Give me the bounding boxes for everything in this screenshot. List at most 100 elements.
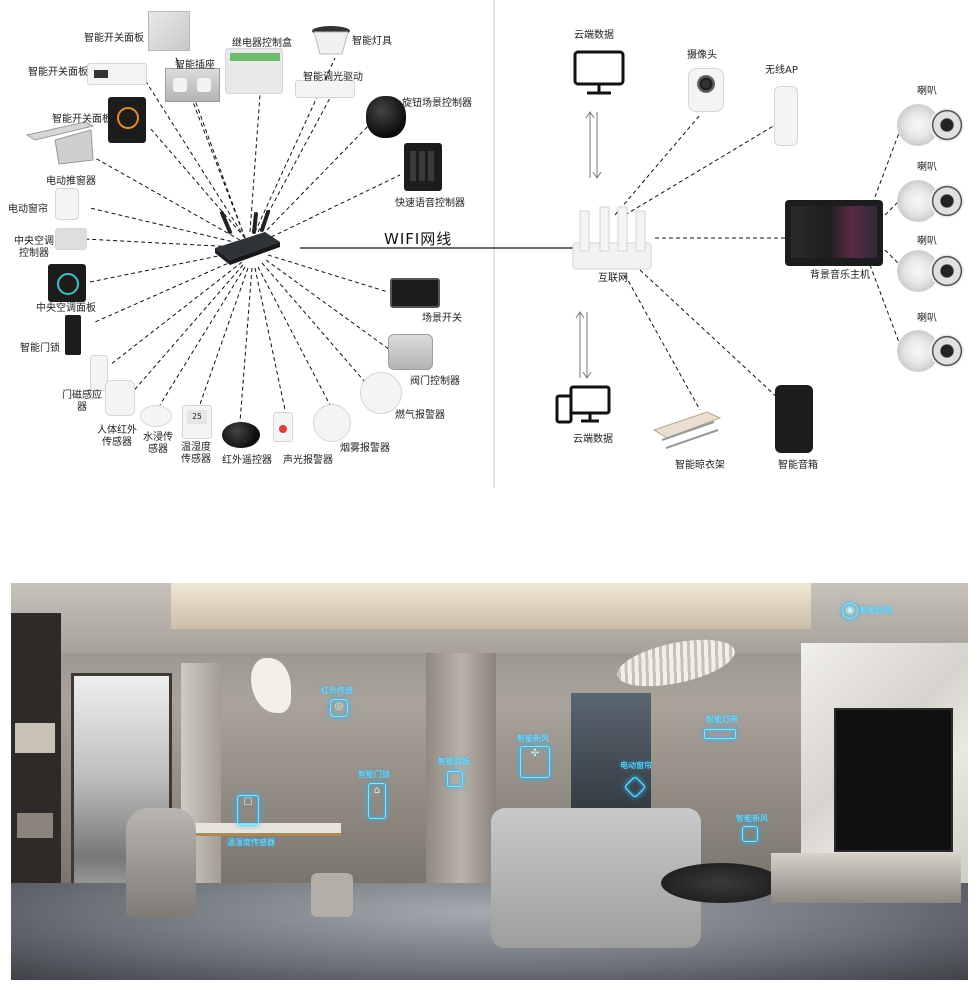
label-cloud-top: 云端数据	[574, 30, 614, 41]
label-ac-controller: 中央空调控制器	[14, 236, 54, 259]
coffee-table	[661, 863, 781, 903]
label-door-sensor: 门磁感应器	[62, 390, 102, 413]
wireless-ap-icon	[774, 86, 798, 146]
label-water: 水浸传感器	[143, 432, 173, 455]
label-valve: 阀门控制器	[410, 376, 460, 387]
valve-controller-icon	[388, 334, 433, 370]
label-speaker-3: 喇叭	[917, 236, 937, 247]
label-switch3: 智能开关面板	[52, 114, 112, 125]
thermostat-panel-icon	[108, 97, 146, 143]
camera-icon	[688, 68, 724, 112]
label-ir: 红外遥控器	[222, 455, 272, 466]
label-rack: 智能晾衣架	[675, 460, 725, 471]
label-music-host: 背景音乐主机	[810, 270, 870, 281]
tag-fresh2: 智能新风	[736, 814, 768, 823]
label-switch1: 智能开关面板	[84, 33, 144, 44]
siren-alarm-icon	[273, 412, 293, 442]
right-spokes	[614, 114, 903, 411]
panel-icon	[447, 771, 463, 787]
smart-light-icon: ◉	[842, 603, 858, 619]
devices-icon	[555, 385, 611, 424]
internet-router-icon	[572, 206, 652, 270]
gas-alarm-icon	[360, 372, 402, 414]
socket-icon	[165, 68, 220, 102]
label-speaker-box: 智能音箱	[778, 460, 818, 471]
label-camera: 摄像头	[687, 50, 717, 61]
monitor-icon	[573, 50, 625, 95]
door-lock-icon: ⌂	[368, 783, 386, 819]
temp-sensor-icon: ☐	[237, 795, 259, 825]
label-router: 互联网	[598, 273, 628, 284]
fresh-air-icon: ✣	[520, 746, 550, 778]
label-dimmer: 智能调光驱动	[303, 72, 363, 83]
wifi-link-label: WIFI网线	[384, 230, 453, 248]
tag-fresh: 智能新风	[517, 734, 549, 743]
label-relay: 继电器控制盒	[232, 38, 292, 49]
water-sensor-icon	[140, 405, 172, 427]
shelf-unit	[11, 613, 61, 913]
label-lock: 智能门锁	[20, 343, 60, 354]
window-opener-icon	[25, 121, 95, 165]
ac-controller-icon	[55, 228, 87, 250]
tag-env: 温湿度传感器	[227, 838, 275, 847]
temp-humidity-sensor-icon: 25	[182, 405, 212, 439]
door-lock-icon	[65, 315, 81, 355]
ceiling-lamp-icon	[312, 26, 350, 55]
speaker-driver-icon	[930, 334, 964, 368]
label-smoke: 烟雾报警器	[340, 443, 390, 454]
label-voice: 快速语音控制器	[395, 198, 465, 209]
label-window: 电动推窗器	[46, 176, 96, 187]
label-pir: 人体红外传感器	[97, 425, 137, 448]
label-ac-panel: 中央空调面板	[36, 303, 96, 314]
switch-panel-icon	[87, 63, 147, 85]
dimmer-driver-icon	[295, 80, 355, 98]
music-host-icon	[785, 200, 883, 266]
stool	[311, 873, 353, 917]
living-room-rendering: ◎ 红外传感 ◉ 智能照明 ⌂ 智能门锁 智能面板 ✣ 智能新风 智能灯带 电动…	[11, 583, 968, 980]
smart-home-topology-diagram: WIFI网线 25 智能开关面板 智能开关面	[8, 0, 964, 488]
dining-chair	[126, 808, 196, 918]
ir-sensor-icon: ◎	[330, 699, 348, 717]
scene-knob-icon	[366, 96, 406, 138]
curtain-motor-icon	[55, 188, 79, 220]
tag-light: 智能照明	[860, 606, 892, 615]
speaker-driver-icon	[930, 254, 964, 288]
label-lamp: 智能灯具	[352, 36, 392, 47]
connection-lines	[64, 0, 903, 488]
tag-panel: 智能面板	[438, 757, 470, 766]
television	[834, 708, 953, 852]
switch-panel-icon	[148, 11, 190, 51]
tag-ir: 红外传感	[321, 686, 353, 695]
light-strip-icon	[704, 729, 736, 739]
tv-cabinet	[771, 853, 961, 903]
voice-controller-icon	[404, 143, 442, 191]
label-speaker-2: 喇叭	[917, 162, 937, 173]
scene-switch-icon	[390, 278, 440, 308]
label-scene: 场景开关	[422, 313, 462, 324]
label-speaker-4: 喇叭	[917, 313, 937, 324]
dining-table	[161, 823, 341, 836]
smoke-alarm-icon	[313, 404, 351, 442]
smart-speaker-icon	[775, 385, 813, 453]
label-curtain: 电动窗帘	[8, 204, 48, 215]
label-cloud-bottom: 云端数据	[573, 434, 613, 445]
pir-sensor-icon	[105, 380, 135, 416]
pendant-lamp	[251, 658, 291, 713]
door-sensor-icon	[90, 355, 108, 391]
label-knob: 旋钮场景控制器	[402, 98, 472, 109]
drying-rack-icon	[652, 411, 722, 449]
label-ap: 无线AP	[765, 65, 798, 76]
label-temp: 温湿度传感器	[181, 442, 211, 465]
fresh-air-icon	[742, 826, 758, 842]
label-siren: 声光报警器	[283, 455, 333, 466]
ir-remote-icon	[222, 422, 260, 448]
center-column	[426, 653, 496, 923]
tag-strip: 智能灯带	[706, 715, 738, 724]
label-socket: 智能插座	[175, 60, 215, 71]
cloud-arrows	[575, 111, 602, 379]
ceiling-cove-light	[171, 583, 811, 629]
label-gas: 燃气报警器	[395, 410, 445, 421]
relay-box-icon	[225, 48, 283, 94]
gateway-router-icon	[215, 210, 280, 265]
speaker-driver-icon	[930, 184, 964, 218]
